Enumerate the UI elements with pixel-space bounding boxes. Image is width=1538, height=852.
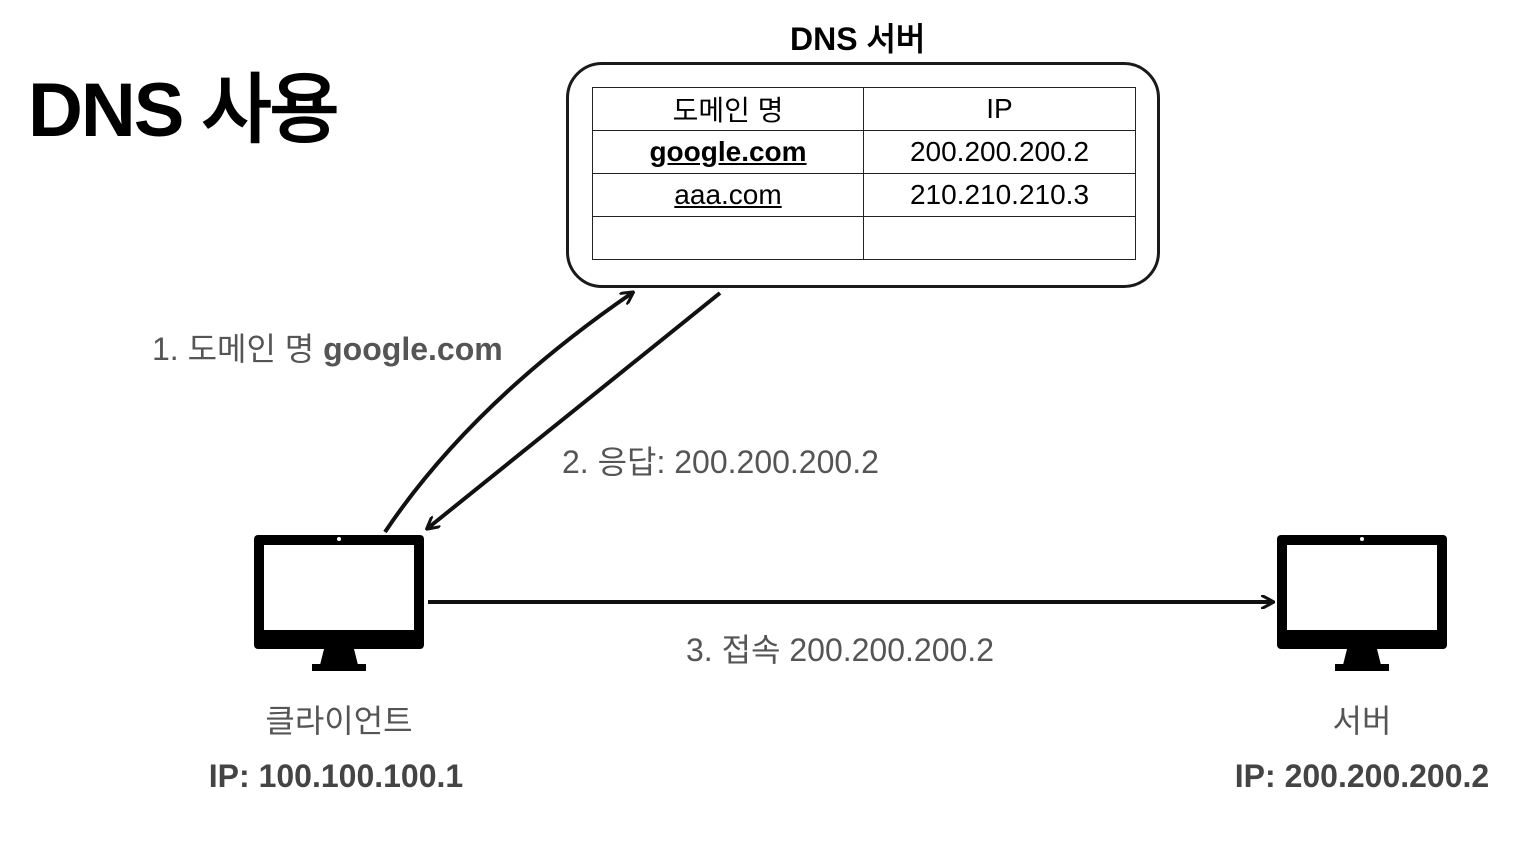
step-1-label: 1. 도메인 명 google.com xyxy=(152,324,503,370)
step-1-domain: google.com xyxy=(323,331,503,367)
step-1-prefix: 1. 도메인 명 xyxy=(152,331,324,367)
header-ip: IP xyxy=(863,87,1136,131)
table-cell-domain: aaa.com xyxy=(592,173,864,217)
table-cell-domain xyxy=(592,216,864,260)
server-label: 서버 xyxy=(1332,703,1392,739)
server-ip: IP: 200.200.200.2 xyxy=(1234,758,1490,794)
domain-link[interactable]: google.com xyxy=(649,136,807,167)
dns-table: 도메인 명 IP google.com 200.200.200.2 aaa.co… xyxy=(592,87,1136,260)
domain-link[interactable]: aaa.com xyxy=(674,179,782,210)
client-ip: IP: 100.100.100.1 xyxy=(208,758,464,794)
dns-server-box xyxy=(566,62,1160,288)
table-header-row: 도메인 명 IP xyxy=(592,87,1136,131)
table-cell-ip xyxy=(863,216,1136,260)
monitor-icon xyxy=(254,535,424,671)
slide-title: DNS 사용 xyxy=(28,68,339,153)
dns-server-label: DNS 서버 xyxy=(790,21,926,57)
arrow-request xyxy=(383,293,632,534)
monitor-icon xyxy=(1277,535,1447,671)
step-3-label: 3. 접속 200.200.200.2 xyxy=(686,632,994,668)
client-label: 클라이언트 xyxy=(265,703,413,739)
step-2-label: 2. 응답: 200.200.200.2 xyxy=(562,444,879,480)
arrow-response xyxy=(428,291,722,528)
header-domain: 도메인 명 xyxy=(592,87,864,131)
table-row xyxy=(592,216,1136,260)
